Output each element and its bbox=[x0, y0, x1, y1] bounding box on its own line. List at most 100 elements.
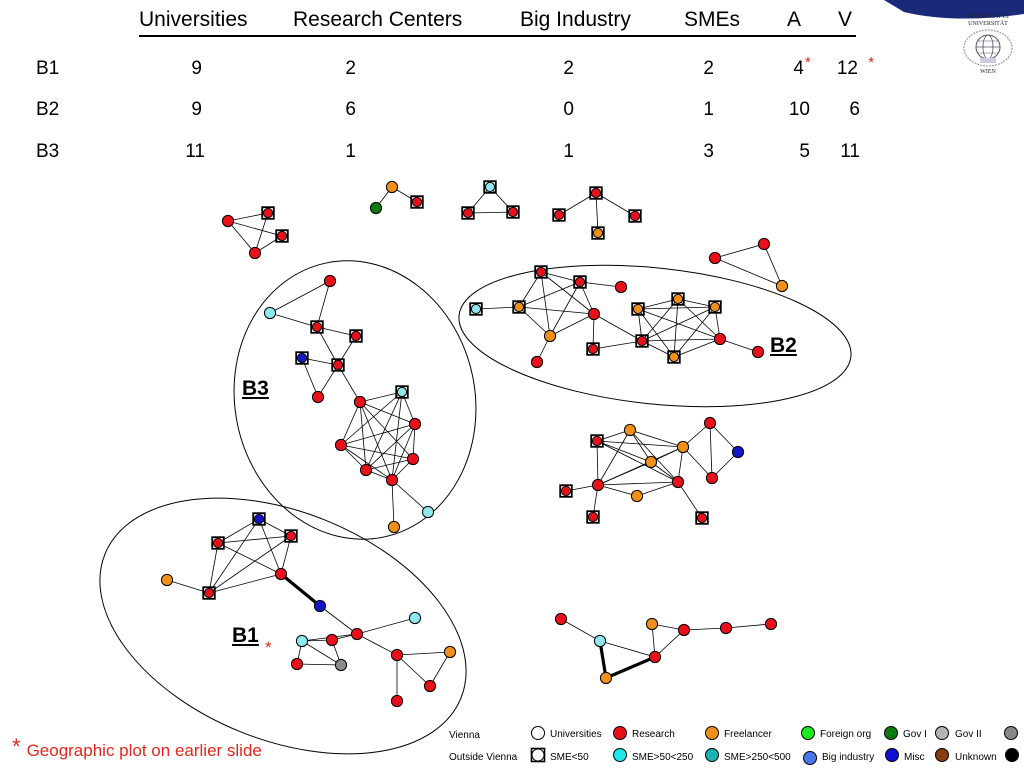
network-edge bbox=[641, 298, 679, 342]
network-node bbox=[461, 206, 475, 220]
network-edge bbox=[709, 422, 713, 479]
footnote: *Geographic plot on earlier slide bbox=[12, 734, 262, 762]
cell-universities: 11 bbox=[185, 141, 205, 162]
network-edge bbox=[391, 423, 416, 481]
network-edge bbox=[629, 429, 652, 463]
network-edge bbox=[269, 312, 318, 328]
legend-swatch-icon bbox=[935, 748, 949, 762]
cell-smes: 1 bbox=[703, 99, 714, 120]
network-node bbox=[573, 275, 587, 289]
network-node bbox=[512, 300, 526, 314]
network-edge bbox=[467, 211, 514, 214]
network-node bbox=[705, 471, 719, 485]
network-edge bbox=[549, 313, 595, 337]
cell-smes: 3 bbox=[703, 141, 714, 162]
cell-a: 4 bbox=[793, 58, 804, 79]
network-node bbox=[590, 434, 604, 448]
cell-a: 5 bbox=[799, 141, 810, 162]
network-edge bbox=[518, 281, 581, 308]
network-node bbox=[623, 423, 637, 437]
network-node bbox=[395, 385, 409, 399]
cell-research-centers: 2 bbox=[345, 58, 356, 79]
legend-outside-vienna: Outside Vienna bbox=[449, 752, 518, 763]
network-node bbox=[757, 237, 771, 251]
legend-swatch-icon bbox=[1005, 748, 1019, 762]
header-research-centers: Research Centers bbox=[293, 8, 463, 31]
network-node bbox=[408, 417, 422, 431]
network-node bbox=[671, 292, 685, 306]
network-node bbox=[708, 300, 722, 314]
cluster-b1-outline bbox=[99, 497, 467, 755]
cell-universities: 9 bbox=[191, 58, 202, 79]
network-edge bbox=[208, 573, 282, 594]
globe-icon bbox=[963, 29, 1013, 67]
network-node bbox=[295, 634, 309, 648]
network-edge bbox=[391, 479, 395, 528]
network-edge bbox=[719, 338, 759, 353]
network-edge bbox=[641, 306, 716, 342]
cell-universities: 9 bbox=[191, 99, 202, 120]
network-node bbox=[334, 658, 348, 672]
legend-swatch-icon bbox=[613, 726, 627, 740]
network-node bbox=[211, 536, 225, 550]
network-node bbox=[587, 307, 601, 321]
cell-v: 12 bbox=[836, 58, 858, 79]
network-edge bbox=[711, 451, 739, 479]
network-node bbox=[719, 621, 733, 635]
network-edge bbox=[319, 605, 358, 635]
network-edge bbox=[166, 579, 210, 594]
network-node bbox=[506, 205, 520, 219]
network-edge bbox=[489, 186, 514, 213]
logo-line1: WIRTSCHAFTS bbox=[967, 14, 1009, 20]
legend-vienna: Vienna bbox=[449, 730, 480, 741]
network-edge bbox=[340, 401, 361, 446]
legend-label: Research bbox=[632, 729, 675, 740]
network-node bbox=[708, 251, 722, 265]
legend-swatch-icon bbox=[705, 726, 719, 740]
row-label: B1 bbox=[36, 58, 60, 79]
legend-swatch-icon bbox=[884, 726, 898, 740]
network-edge bbox=[217, 518, 260, 544]
network-edge bbox=[596, 440, 599, 486]
legend-label: Big industry bbox=[822, 752, 875, 763]
network-edge bbox=[714, 243, 765, 259]
network-node bbox=[483, 180, 497, 194]
network-node bbox=[695, 511, 709, 525]
cell-v: 11 bbox=[840, 141, 860, 162]
legend-label: Gov I bbox=[903, 729, 927, 740]
network-edge bbox=[725, 623, 772, 629]
network-edge bbox=[475, 306, 520, 310]
legend-vienna-circle-icon bbox=[531, 726, 545, 740]
cell-smes: 2 bbox=[703, 58, 714, 79]
legend-label: SME<50 bbox=[550, 752, 589, 763]
network-node bbox=[385, 473, 399, 487]
legend-swatch-icon bbox=[885, 748, 899, 762]
network-edge bbox=[296, 663, 342, 666]
network-node bbox=[284, 529, 298, 543]
network-node bbox=[387, 520, 401, 534]
network-edge bbox=[279, 572, 322, 608]
network-edge bbox=[217, 542, 282, 575]
cluster-b2-label: B2 bbox=[770, 334, 797, 357]
network-edge bbox=[673, 298, 679, 358]
header-smes: SMEs bbox=[684, 8, 741, 31]
network-edge bbox=[208, 542, 219, 594]
network-edge bbox=[629, 429, 684, 448]
network-node bbox=[334, 438, 348, 452]
network-edge bbox=[365, 458, 414, 471]
legend-label: Gov II bbox=[955, 729, 982, 740]
network-node bbox=[614, 280, 628, 294]
network-edge bbox=[763, 243, 783, 287]
network-node bbox=[599, 671, 613, 685]
network-node bbox=[359, 463, 373, 477]
network-edge bbox=[636, 481, 679, 497]
network-node bbox=[628, 209, 642, 223]
network-edge bbox=[597, 429, 631, 486]
network-node bbox=[764, 617, 778, 631]
network-edge bbox=[518, 306, 595, 315]
network-node bbox=[202, 586, 216, 600]
network-edge bbox=[337, 335, 357, 366]
network-edge bbox=[356, 633, 398, 656]
network-edge bbox=[682, 446, 713, 479]
network-node bbox=[443, 645, 457, 659]
